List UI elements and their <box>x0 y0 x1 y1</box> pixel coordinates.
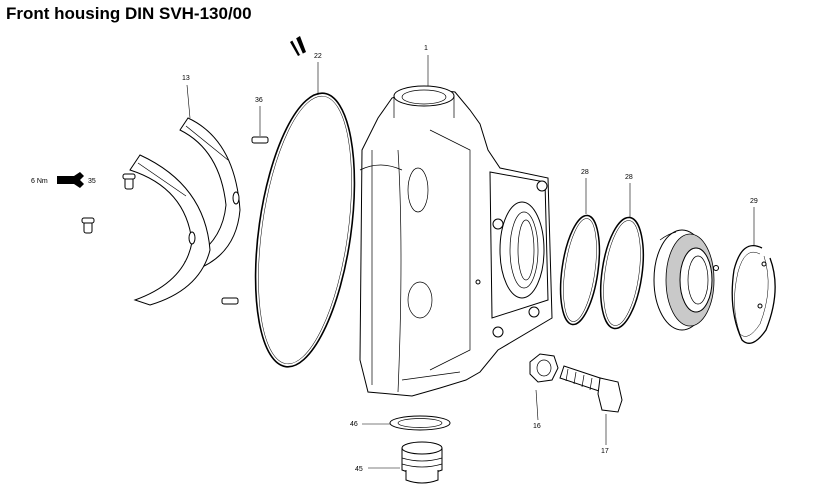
small-screw-part <box>81 173 136 234</box>
circlip-part <box>731 244 776 344</box>
callout-washer: 46 <box>350 421 358 428</box>
callout-screw: 17 <box>601 448 609 455</box>
callout-ring-a: 28 <box>581 169 589 176</box>
bolt-part <box>559 365 623 413</box>
o-ring-part <box>254 92 356 368</box>
callout-bolt: 16 <box>533 423 541 430</box>
nut-part <box>529 353 559 383</box>
wrench-icon <box>57 172 84 188</box>
plug-part <box>401 441 443 484</box>
callout-plug: 45 <box>355 466 363 473</box>
callout-housing: 1 <box>424 45 428 52</box>
callout-ring-b: 28 <box>625 174 633 181</box>
leader-lines <box>186 55 755 469</box>
callout-circlip: 29 <box>750 198 758 205</box>
tool-icon <box>290 36 306 56</box>
callout-pin: 36 <box>255 97 263 104</box>
callout-shield: 13 <box>182 75 190 82</box>
front-housing-part <box>359 85 553 397</box>
washer-part <box>389 415 451 431</box>
callout-small-screw: 35 <box>88 178 96 185</box>
snap-ring-b-part <box>599 216 645 330</box>
callout-o-ring: 22 <box>314 53 322 60</box>
shield-part <box>129 117 241 306</box>
snap-ring-a-part <box>559 214 601 326</box>
page-title: Front housing DIN SVH-130/00 <box>6 4 252 23</box>
seal-part <box>653 229 719 331</box>
pin-part <box>221 136 269 305</box>
torque-label: 6 Nm <box>31 178 48 185</box>
